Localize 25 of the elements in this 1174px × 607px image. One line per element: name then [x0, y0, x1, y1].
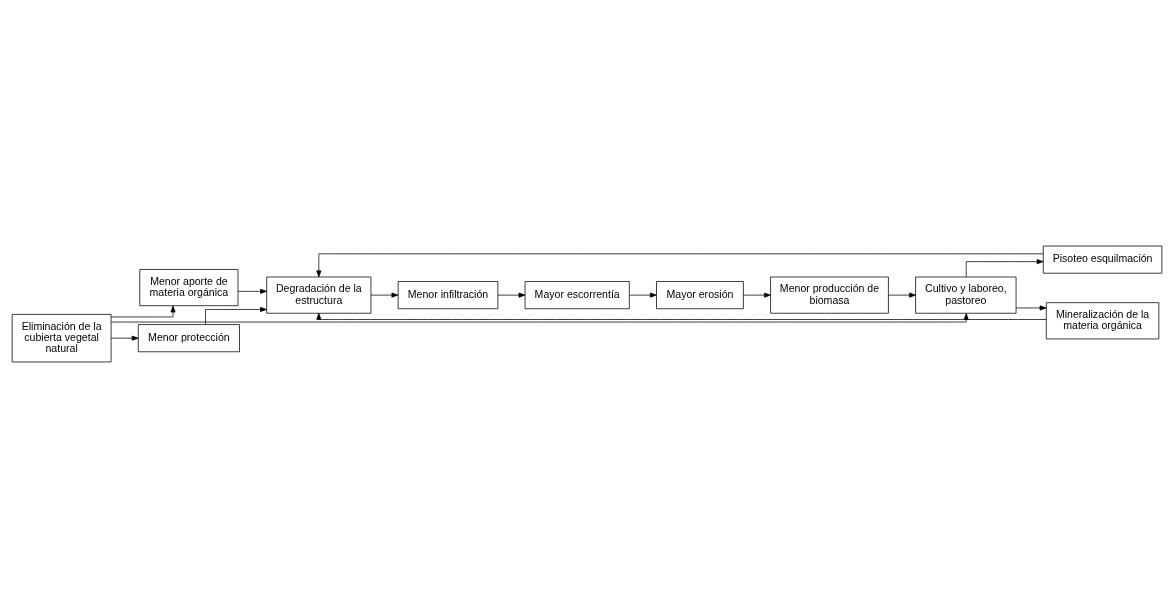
node-box: Menor producción de biomasa	[770, 276, 889, 314]
arrow	[888, 292, 916, 298]
node-box: Pisoteo esquilmación	[1042, 245, 1163, 274]
arrow	[370, 292, 399, 298]
arrow	[743, 292, 771, 298]
node-box: Menor infiltración	[397, 280, 499, 309]
arrow	[497, 292, 526, 298]
arrow	[110, 305, 176, 317]
arrow	[1015, 304, 1047, 310]
node-box: Menor aporte de materia orgánica	[139, 268, 239, 306]
arrow	[316, 252, 1044, 277]
node-box: Mineralización de la materia orgánica	[1045, 301, 1160, 339]
node-box: Mayor escorrentía	[524, 280, 630, 309]
node-box: Mayor erosión	[656, 280, 744, 309]
arrow	[629, 292, 657, 298]
node-box: Menor protección	[137, 323, 240, 352]
node-box: Degradación de la estructura	[266, 276, 372, 314]
arrow	[110, 312, 969, 322]
arrow	[205, 306, 267, 325]
arrow	[110, 335, 139, 341]
arrow	[316, 312, 1047, 320]
node-box: Cultivo y laboreo, pastoreo	[915, 276, 1017, 314]
arrow	[237, 288, 267, 294]
arrow	[965, 258, 1044, 277]
node-box: Eliminación de la cubierta vegetal natural	[11, 313, 112, 362]
